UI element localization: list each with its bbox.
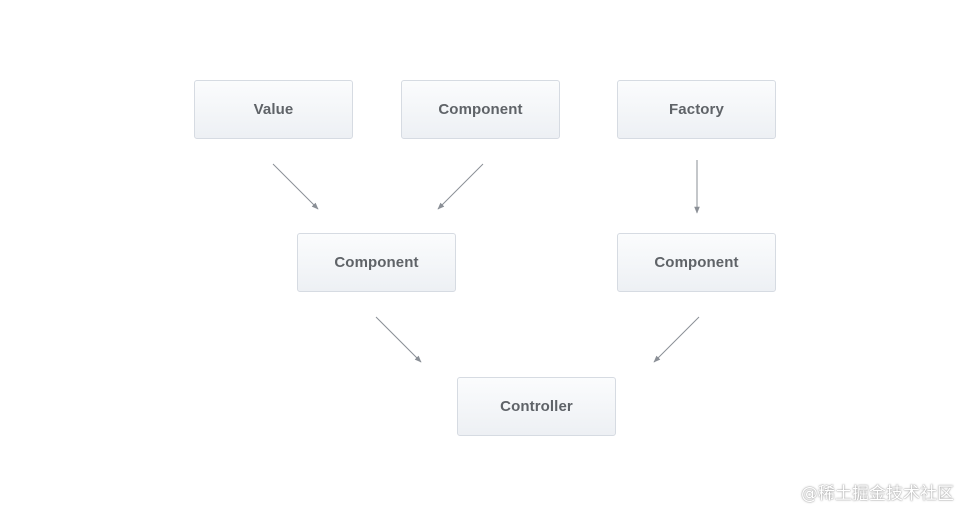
node-value-label: Value — [253, 101, 294, 118]
node-controller-label: Controller — [500, 398, 573, 415]
node-component-left-label: Component — [334, 254, 419, 271]
node-component-right-label: Component — [654, 254, 739, 271]
edge-value-to-component-left — [272, 163, 319, 210]
watermark: @稀土掘金技术社区 — [801, 484, 954, 504]
node-component-top: Component — [401, 80, 560, 139]
node-factory-label: Factory — [669, 101, 724, 118]
node-component-right: Component — [617, 233, 776, 292]
node-component-top-label: Component — [438, 101, 523, 118]
node-value: Value — [194, 80, 353, 139]
node-component-left: Component — [297, 233, 456, 292]
edge-component-top-to-component-left — [437, 163, 484, 210]
edge-component-right-to-controller — [653, 316, 700, 363]
node-controller: Controller — [457, 377, 616, 436]
edge-component-left-to-controller — [375, 316, 422, 363]
node-factory: Factory — [617, 80, 776, 139]
